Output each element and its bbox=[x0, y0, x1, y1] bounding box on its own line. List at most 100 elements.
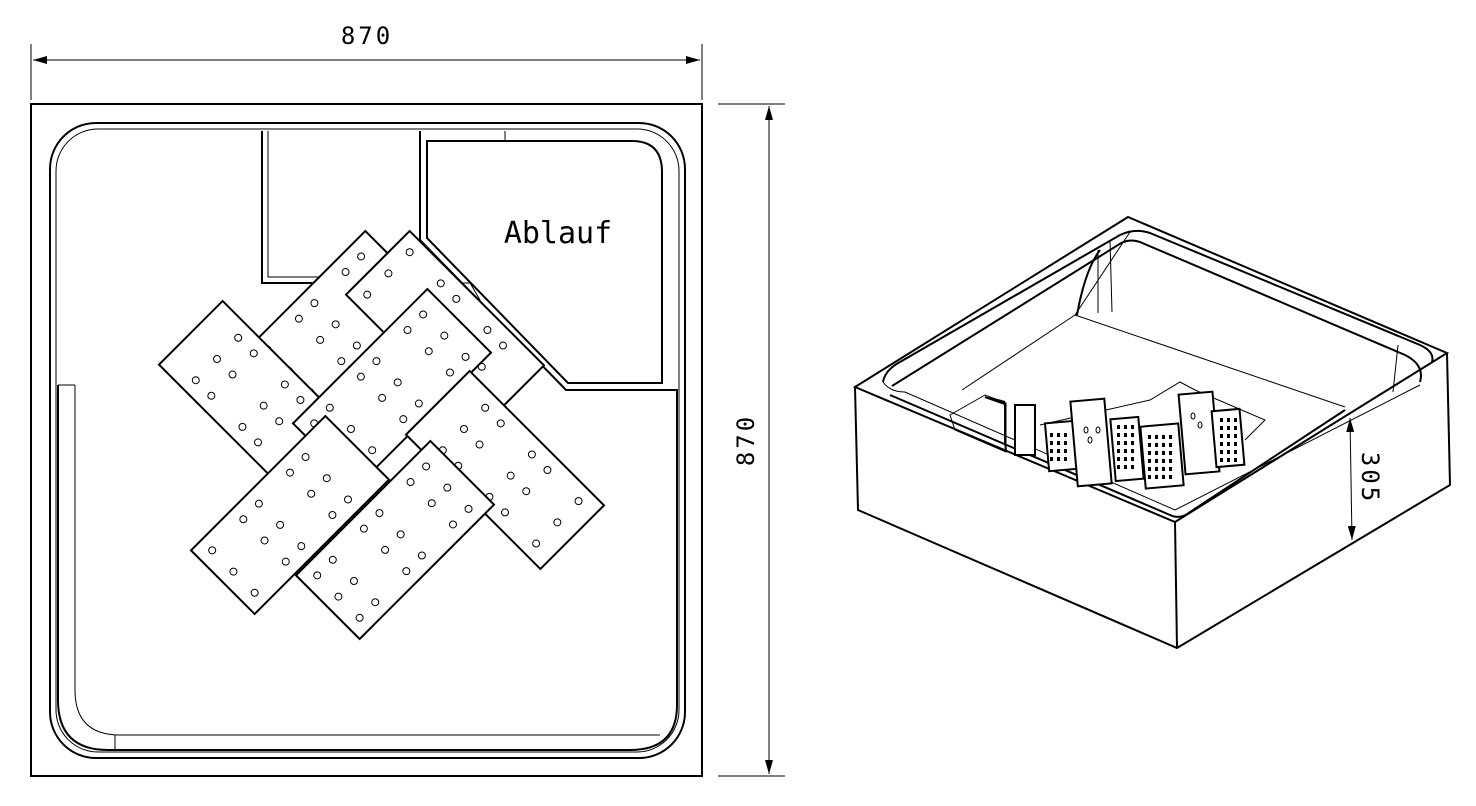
plate-hole bbox=[506, 471, 515, 480]
plan-view: 870 870 Ablauf bbox=[30, 22, 785, 777]
plate-hole bbox=[1050, 441, 1053, 445]
plate-hole bbox=[281, 557, 290, 566]
plate-hole bbox=[1050, 449, 1053, 453]
plate-hole bbox=[1162, 435, 1165, 439]
plate-hole bbox=[1124, 465, 1127, 469]
plate-hole bbox=[1220, 418, 1223, 422]
foot-plate bbox=[189, 414, 391, 616]
plate-hole bbox=[1234, 442, 1237, 446]
plate-hole bbox=[402, 567, 411, 576]
plate-hole bbox=[1148, 459, 1151, 463]
plate-hole bbox=[1124, 441, 1127, 445]
plate-hole bbox=[1124, 449, 1127, 453]
plate-hole bbox=[1148, 435, 1151, 439]
plate-hole bbox=[238, 422, 247, 431]
plate-hole bbox=[424, 347, 433, 356]
plate-hole bbox=[1162, 475, 1165, 479]
plate-hole bbox=[403, 326, 412, 335]
tray-rim bbox=[49, 122, 686, 759]
plate-hole bbox=[307, 489, 316, 498]
plate-hole bbox=[417, 551, 426, 560]
plate-hole bbox=[1064, 433, 1067, 437]
plate-hole bbox=[375, 509, 384, 518]
plate-hole bbox=[532, 539, 541, 548]
plate-hole bbox=[1117, 425, 1120, 429]
plate-hole bbox=[331, 320, 340, 329]
plate-hole bbox=[1057, 433, 1060, 437]
plate-hole bbox=[481, 403, 490, 412]
plate-hole bbox=[1162, 459, 1165, 463]
plate-hole bbox=[229, 567, 238, 576]
plate-hole bbox=[1117, 441, 1120, 445]
plate-hole bbox=[1169, 467, 1172, 471]
plate-hole bbox=[459, 424, 468, 433]
plate-hole bbox=[1148, 467, 1151, 471]
drain-label: Ablauf bbox=[504, 216, 612, 251]
drain-area: Ablauf bbox=[261, 131, 663, 384]
plate-hole bbox=[349, 577, 358, 586]
plate-hole bbox=[276, 520, 285, 529]
foot-plate bbox=[294, 439, 496, 641]
plate-hole bbox=[414, 399, 423, 408]
plate-hole bbox=[328, 511, 337, 519]
plate-hole bbox=[1057, 449, 1060, 453]
plate-hole bbox=[371, 598, 380, 607]
plate-hole bbox=[1169, 459, 1172, 463]
plate-hole bbox=[207, 391, 216, 400]
plate-hole bbox=[1220, 426, 1223, 430]
plate-hole bbox=[384, 269, 393, 278]
plate-hole bbox=[1117, 433, 1120, 437]
tray-outline bbox=[30, 103, 703, 777]
plate-hole bbox=[316, 335, 325, 344]
plate-hole bbox=[461, 352, 470, 361]
plate-hole bbox=[1064, 449, 1067, 453]
plate-hole bbox=[280, 380, 289, 389]
plate-hole bbox=[1227, 434, 1230, 438]
plate-hole bbox=[1227, 418, 1230, 422]
plate-hole bbox=[399, 415, 408, 424]
plate-hole bbox=[436, 279, 445, 288]
plate-hole bbox=[322, 474, 331, 483]
plate-hole bbox=[275, 417, 284, 426]
plate-hole bbox=[1057, 457, 1060, 461]
plate-hole bbox=[406, 478, 415, 487]
plate-hole bbox=[337, 357, 346, 366]
plate-hole bbox=[543, 466, 552, 474]
plate-hole bbox=[422, 462, 431, 471]
plate-hole bbox=[553, 518, 562, 527]
width-dimension: 870 bbox=[30, 22, 703, 100]
plate-hole bbox=[1162, 467, 1165, 471]
plate-hole bbox=[228, 370, 237, 379]
plate-hole bbox=[1234, 434, 1237, 438]
plate-hole bbox=[325, 403, 334, 412]
plate-hole bbox=[464, 504, 473, 513]
plate-hole bbox=[1117, 457, 1120, 461]
plate-hole bbox=[356, 372, 365, 381]
plate-hole bbox=[328, 555, 337, 564]
plate-hole bbox=[1131, 433, 1134, 437]
plate-hole bbox=[1162, 451, 1165, 455]
plate-hole bbox=[1234, 426, 1237, 430]
plate-hole bbox=[1162, 443, 1165, 447]
plate-hole bbox=[522, 487, 531, 496]
plate-hole bbox=[1050, 433, 1053, 437]
plate-hole bbox=[1227, 450, 1230, 454]
plate-hole bbox=[260, 536, 269, 545]
plate-hole bbox=[574, 497, 583, 506]
plate-hole bbox=[1169, 435, 1172, 439]
plate-hole bbox=[393, 378, 402, 387]
plate-hole bbox=[294, 314, 303, 323]
plate-hole bbox=[1234, 458, 1237, 462]
plate-hole bbox=[250, 588, 259, 597]
plate-hole bbox=[381, 545, 390, 554]
plate-hole bbox=[212, 354, 221, 363]
plate-hole bbox=[1131, 425, 1134, 429]
plate-hole bbox=[1117, 465, 1120, 469]
plate-hole bbox=[445, 368, 454, 377]
plate-hole bbox=[352, 341, 361, 350]
plate-hole bbox=[1148, 451, 1151, 455]
plate-hole bbox=[1169, 451, 1172, 455]
plate-hole bbox=[501, 508, 509, 517]
plate-hole bbox=[1064, 457, 1067, 461]
plate-hole bbox=[297, 542, 306, 551]
